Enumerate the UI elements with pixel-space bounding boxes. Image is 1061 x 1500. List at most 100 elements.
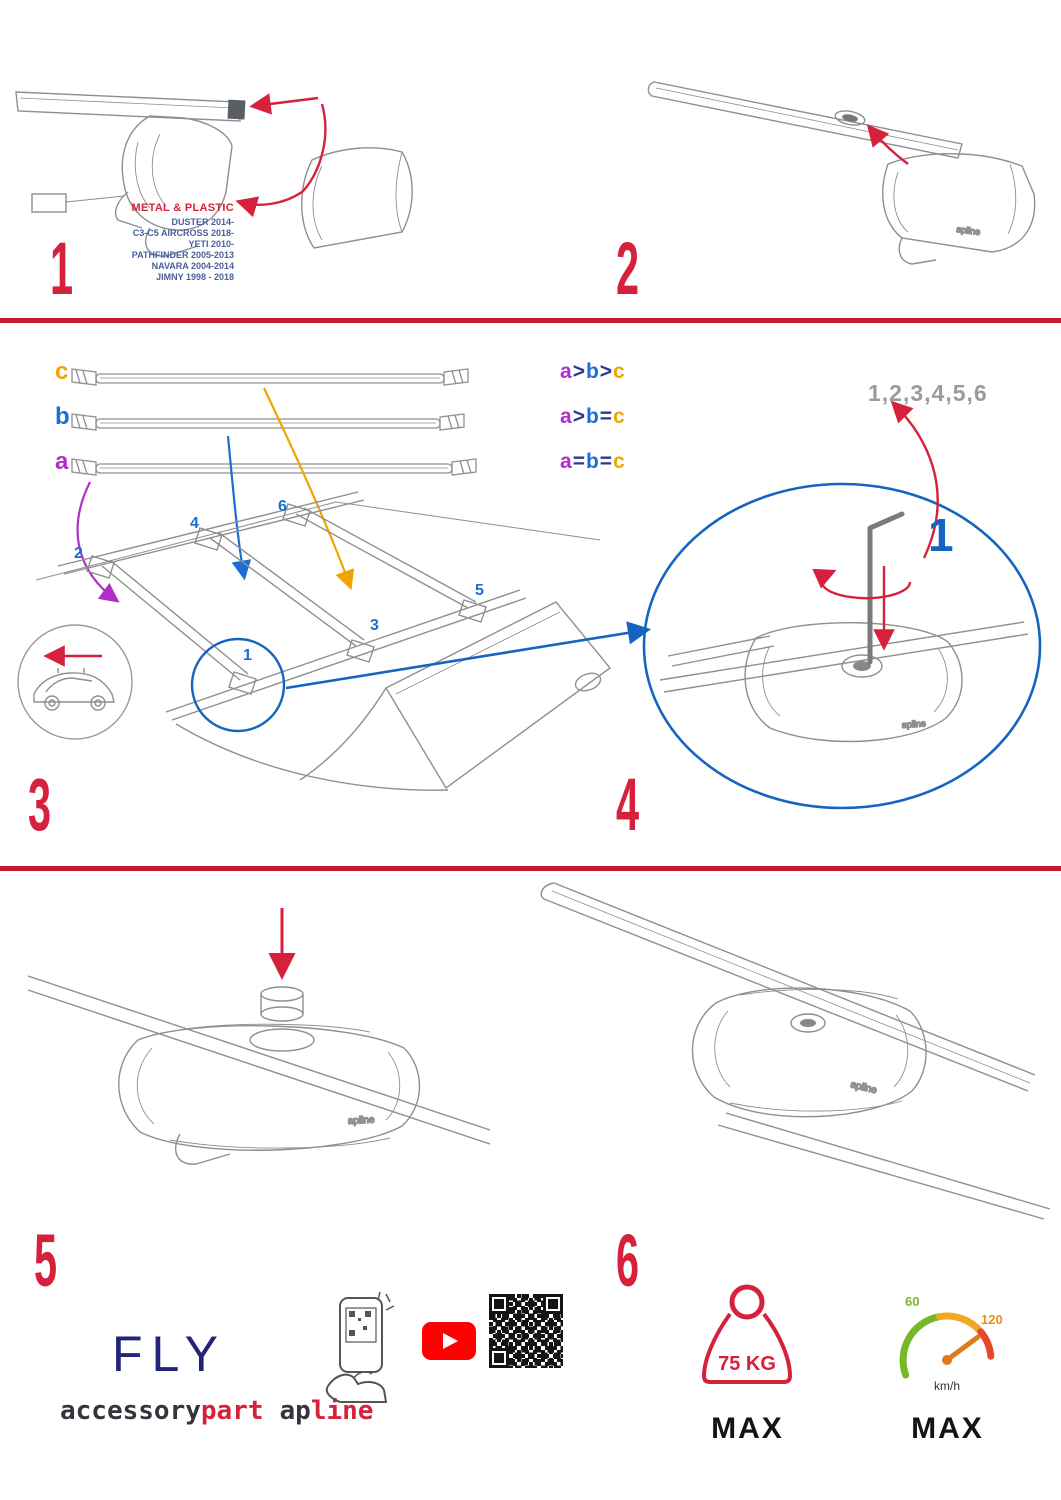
section-divider-top <box>0 318 1061 323</box>
curve-b-blue <box>226 435 252 581</box>
bars-c-b-a <box>71 368 477 476</box>
step6-mounted-illustration: apline <box>540 882 1051 1220</box>
bar-a <box>71 458 477 476</box>
step1-foot-cover-illustration <box>15 91 413 257</box>
step6-line-art: apline <box>540 882 1051 1220</box>
position-label-3: 3 <box>370 617 379 634</box>
speed-low-label: 60 <box>905 1294 919 1309</box>
compat-line: C3-C5 AIRCROSS 2018- <box>132 228 234 238</box>
material-label: METAL & PLASTIC <box>131 202 234 214</box>
apline-logo-text: apline <box>956 224 981 237</box>
step5-number: 5 <box>34 1219 58 1302</box>
rule3-op1: = <box>572 450 586 473</box>
max-weight-icon: 75 KG <box>701 1284 793 1384</box>
section-divider-bottom <box>0 866 1061 871</box>
scan-phone-icon <box>325 1292 395 1403</box>
position-label-2: 2 <box>74 545 83 562</box>
car-direction-inset <box>17 624 133 740</box>
bar-label-c: c <box>55 358 69 385</box>
apline-logo-text: apline <box>849 1079 878 1096</box>
rule2-op1: > <box>572 405 586 428</box>
step4-line-art: apline <box>659 621 1029 743</box>
step2-number: 2 <box>616 227 640 310</box>
car-roof-line-art <box>35 491 612 791</box>
curve-a-purple <box>76 481 120 603</box>
position-label-4: 4 <box>190 515 199 532</box>
rule2-op2: = <box>599 405 614 428</box>
step1-red-arrows <box>235 93 327 218</box>
size-rule-1: a>b>c <box>560 360 626 384</box>
size-rule-2: a>b=c <box>560 405 626 429</box>
rule3-a: a <box>560 450 573 473</box>
step3-roof-illustration <box>17 368 612 791</box>
gauge-red-arc <box>977 1328 995 1360</box>
step1-number: 1 <box>50 227 74 310</box>
brand-accessory: accessory <box>60 1396 201 1426</box>
gauge-green-arc <box>899 1313 943 1379</box>
step2-bar-slot-illustration: apline <box>647 81 1036 265</box>
apline-logo-text: apline <box>348 1115 376 1127</box>
bar-b <box>71 413 465 431</box>
bar-label-a: a <box>55 448 69 475</box>
apline-logo-plate <box>227 99 246 120</box>
position1-highlight-circle <box>190 637 286 733</box>
step2-red-arrow <box>866 124 909 165</box>
gauge-needle <box>944 1334 981 1363</box>
rule2-b: b <box>585 405 600 428</box>
rule1-op2: > <box>599 360 614 383</box>
brand-part: part <box>200 1396 264 1426</box>
step6-number: 6 <box>616 1219 640 1302</box>
qr-finder-top-left <box>489 1294 509 1314</box>
rule3-op2: = <box>599 450 614 473</box>
rule3-c: c <box>613 450 626 473</box>
rule3-b: b <box>585 450 600 473</box>
speed-high-label: 120 <box>981 1312 1003 1327</box>
speed-unit-label: km/h <box>934 1379 960 1393</box>
position-label-6: 6 <box>278 498 287 515</box>
allen-key <box>867 511 905 665</box>
qr-finder-bottom-left <box>489 1348 509 1368</box>
step1-text-block: METAL & PLASTIC DUSTER 2014- C3-C5 AIRCR… <box>78 202 234 283</box>
rule1-a: a <box>560 360 573 383</box>
max-speed-gauge: 60 120 km/h <box>899 1294 1003 1393</box>
tightening-sequence: 1,2,3,4,5,6 <box>868 380 988 406</box>
brand-ap: ap <box>279 1396 311 1426</box>
gauge-yellow-arc <box>935 1312 985 1336</box>
bar-label-b: b <box>55 403 70 430</box>
speed-max-label: MAX <box>911 1412 984 1445</box>
sequence-arrow <box>890 400 939 559</box>
step5-knob-illustration: apline <box>27 908 491 1165</box>
curve-c-orange <box>263 387 355 591</box>
position-label-1: 1 <box>243 647 252 664</box>
size-rule-3: a=b=c <box>560 450 626 474</box>
bar-c <box>71 368 469 386</box>
rotate-arrow <box>812 568 912 600</box>
compat-line: JIMNY 1998 - 2018 <box>156 272 234 282</box>
rule1-c: c <box>613 360 626 383</box>
guide-curves <box>76 387 355 603</box>
apline-logo-text: apline <box>901 718 926 730</box>
rule2-c: c <box>613 405 626 428</box>
rule1-op1: > <box>572 360 586 383</box>
qr-finder-top-right <box>543 1294 563 1314</box>
youtube-icon <box>422 1322 476 1360</box>
position-label-5: 5 <box>475 582 484 599</box>
step4-red-arrows <box>812 400 939 651</box>
weight-value: 75 KG <box>718 1353 776 1375</box>
qr-code <box>487 1292 565 1370</box>
step4-callout-1: 1 <box>928 509 954 561</box>
compat-line: NAVARA 2004-2014 <box>151 261 234 271</box>
step3-number: 3 <box>28 763 52 846</box>
compat-line: YETI 2010- <box>188 239 234 249</box>
step2-line-art: apline <box>647 81 1036 265</box>
rule2-a: a <box>560 405 573 428</box>
compat-line: PATHFINDER 2005-2013 <box>131 250 234 260</box>
compat-line: DUSTER 2014- <box>171 217 234 227</box>
step5-line-art: apline <box>27 975 491 1165</box>
step1-line-art <box>15 91 413 257</box>
product-name: FLY <box>112 1326 227 1382</box>
step4-zoom-illustration: apline <box>642 400 1042 810</box>
weight-max-label: MAX <box>711 1412 784 1445</box>
